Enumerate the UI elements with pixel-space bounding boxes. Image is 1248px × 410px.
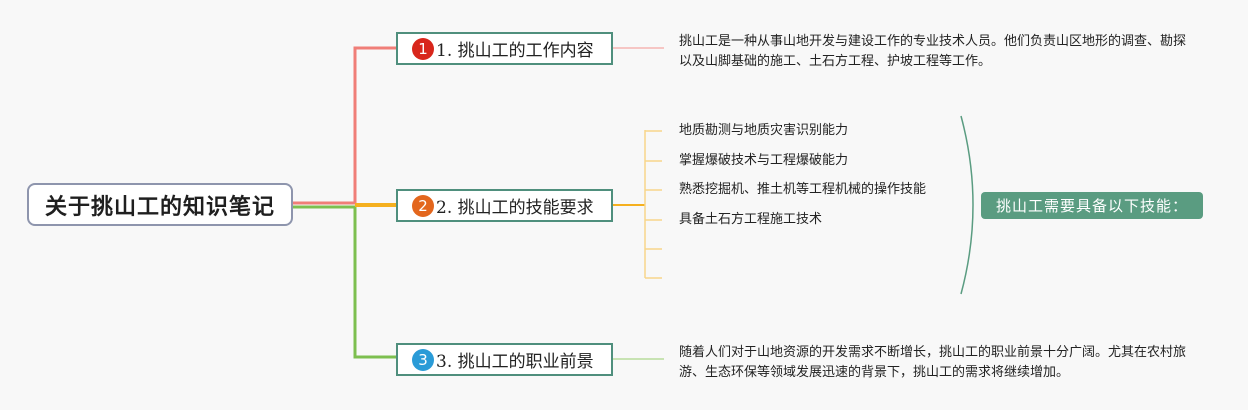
skill-ticks bbox=[645, 130, 662, 279]
branch-label: 2. 挑山工的技能要求 bbox=[436, 198, 594, 218]
trunk-line-green bbox=[293, 205, 396, 359]
branch-work-content[interactable]: 1 1. 挑山工的工作内容 bbox=[396, 32, 613, 65]
skill-item[interactable]: 地质勘测与地质灾害识别能力 bbox=[679, 123, 849, 138]
summary-brace bbox=[960, 115, 974, 295]
branch-label: 1. 挑山工的工作内容 bbox=[436, 41, 594, 61]
branch-skill-requirements[interactable]: 2 2. 挑山工的技能要求 bbox=[396, 189, 613, 222]
work-content-description[interactable]: 挑山工是一种从事山地开发与建设工作的专业技术人员。他们负责山区地形的调查、勘探以… bbox=[679, 34, 1187, 69]
summary-text: 挑山工需要具备以下技能： bbox=[995, 197, 1188, 215]
skill-item[interactable]: 熟悉挖掘机、推土机等工程机械的操作技能 bbox=[679, 182, 927, 197]
number-badge-3: 3 bbox=[412, 348, 434, 371]
root-topic[interactable]: 关于挑山工的知识笔记 bbox=[27, 183, 293, 226]
skill-item[interactable]: 具备土石方工程施工技术 bbox=[679, 212, 823, 227]
number-badge-2: 2 bbox=[412, 194, 434, 217]
trunk-line-red bbox=[293, 46, 396, 205]
root-title: 关于挑山工的知识笔记 bbox=[44, 194, 275, 220]
branch-career-prospects[interactable]: 3 3. 挑山工的职业前景 bbox=[396, 343, 613, 376]
career-prospects-description[interactable]: 随着人们对于山地资源的开发需求不断增长，挑山工的职业前景十分广阔。尤其在农村旅游… bbox=[679, 345, 1187, 380]
skills-summary-label[interactable]: 挑山工需要具备以下技能： bbox=[981, 192, 1203, 219]
number-badge-1: 1 bbox=[412, 37, 434, 60]
skill-item[interactable]: 掌握爆破技术与工程爆破能力 bbox=[679, 153, 849, 168]
branch-label: 3. 挑山工的职业前景 bbox=[436, 352, 594, 372]
